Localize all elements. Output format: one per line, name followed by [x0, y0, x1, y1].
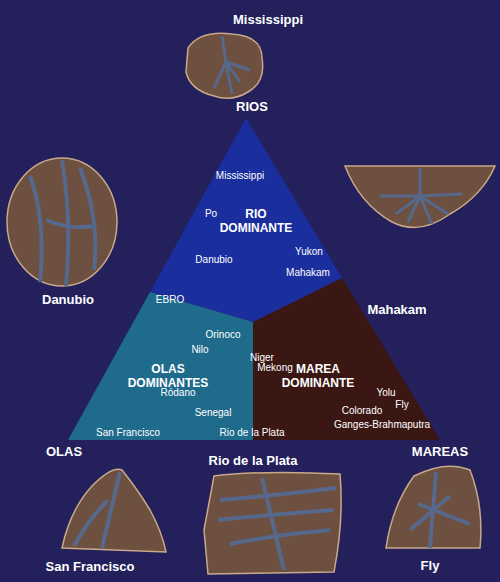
delta-name: San Francisco — [46, 560, 135, 574]
danubio-delta — [7, 158, 117, 286]
mississippi-delta — [186, 33, 263, 98]
corner-label: OLAS — [46, 445, 82, 459]
river-name: Yukon — [295, 246, 323, 257]
river-name: Colorado — [342, 405, 383, 416]
delta-name: Fly — [421, 559, 440, 573]
river-name: Danubio — [195, 254, 232, 265]
delta-name: Mahakam — [367, 303, 426, 317]
river-name: EBRO — [156, 294, 184, 305]
delta-name: Danubio — [42, 293, 94, 307]
corner-label: RIOS — [236, 100, 268, 114]
river-name: Fly — [395, 399, 408, 410]
region-fill — [253, 278, 440, 440]
river-name: Po — [205, 208, 217, 219]
river-name: Yolu — [376, 387, 395, 398]
river-name: Rio de la Plata — [219, 427, 284, 438]
mahakam-delta — [345, 166, 495, 227]
river-name: Mahakam — [286, 267, 330, 278]
river-name: Mekong — [257, 362, 293, 373]
corner-label: MAREAS — [412, 445, 468, 459]
delta-region: RIO DOMINANTE — [150, 118, 342, 322]
delta-name: Rio de la Plata — [209, 454, 298, 468]
river-name: Nilo — [191, 344, 208, 355]
river-name: Orinoco — [205, 329, 240, 340]
rio-de-la-plata-delta — [204, 472, 341, 574]
river-name: Ródano — [160, 387, 195, 398]
delta-name: Mississippi — [233, 13, 303, 27]
san-francisco-delta — [62, 469, 166, 552]
region-title: RIO DOMINANTE — [208, 208, 304, 236]
river-name: Senegal — [195, 407, 232, 418]
river-name: San Francisco — [96, 427, 160, 438]
region-fill — [150, 118, 342, 322]
delta-region: OLAS DOMINANTES — [68, 292, 253, 440]
fly-delta — [386, 466, 481, 548]
region-fill — [68, 292, 253, 440]
river-name: Niger — [250, 352, 274, 363]
river-name: Ganges-Brahmaputra — [334, 419, 430, 430]
river-name: Mississippi — [216, 170, 264, 181]
